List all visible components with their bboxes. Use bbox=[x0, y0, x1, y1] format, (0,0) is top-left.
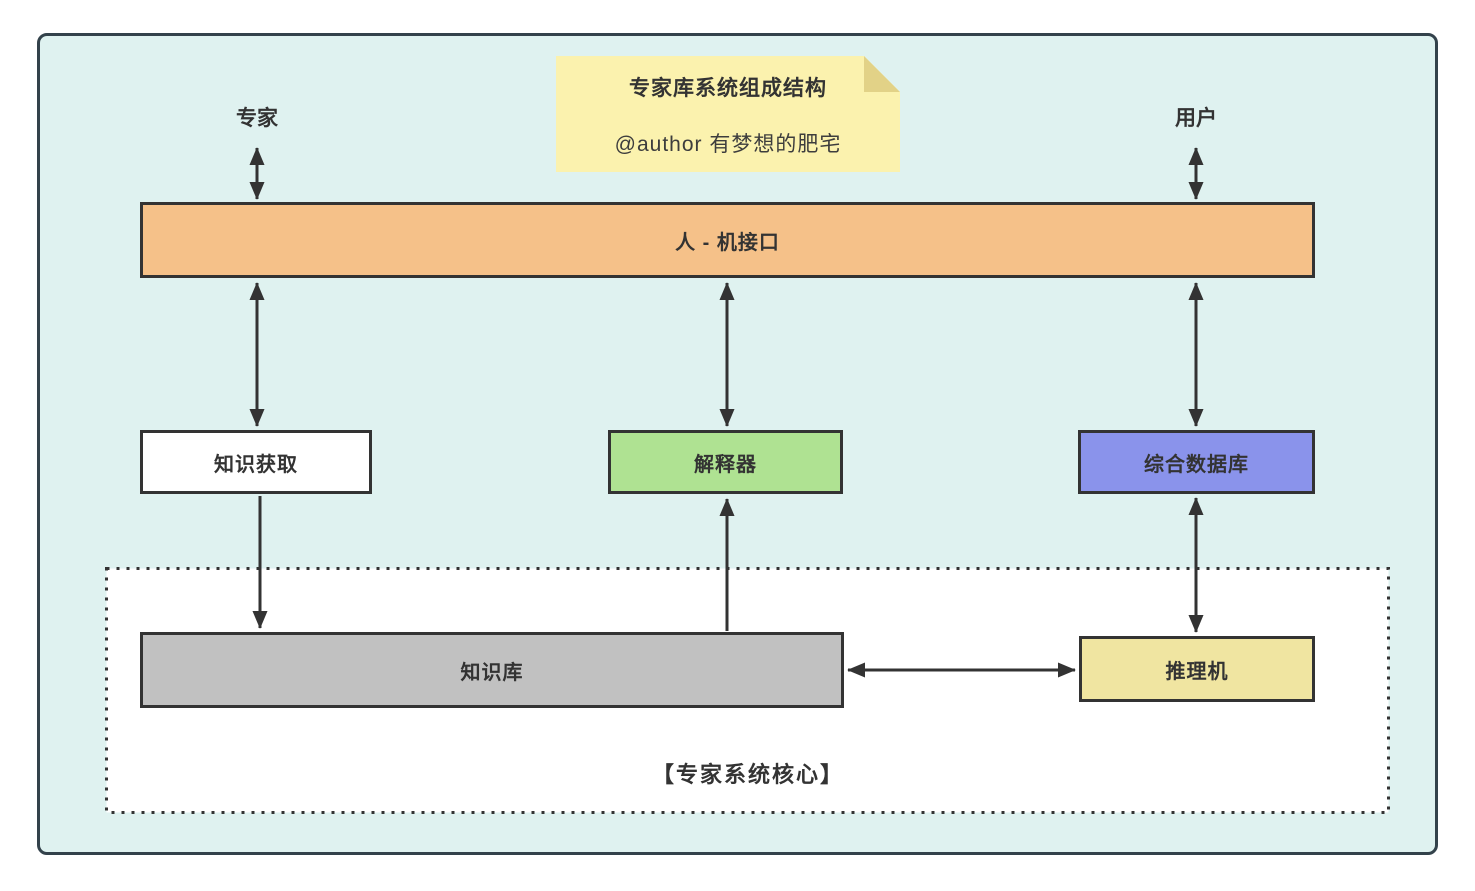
node-knowledge-base: 知识库 bbox=[140, 632, 844, 708]
node-label: 解释器 bbox=[694, 453, 757, 476]
node-label: 知识获取 bbox=[214, 453, 298, 476]
node-label: 推理机 bbox=[1165, 660, 1229, 683]
node-label: 人 - 机接口 bbox=[675, 231, 780, 254]
expert-core-caption: 【专家系统核心】 bbox=[651, 762, 844, 787]
actor-user-label: 用户 bbox=[1175, 107, 1217, 130]
diagram-author: @author 有梦想的肥宅 bbox=[614, 133, 842, 156]
node-interpreter: 解释器 bbox=[608, 430, 843, 494]
diagram-title: 专家库系统组成结构 bbox=[629, 77, 827, 100]
node-knowledge-acquisition: 知识获取 bbox=[140, 430, 372, 494]
node-comprehensive-database: 综合数据库 bbox=[1078, 430, 1315, 494]
node-label: 综合数据库 bbox=[1144, 453, 1249, 476]
node-inference-engine: 推理机 bbox=[1079, 636, 1315, 702]
node-label: 知识库 bbox=[460, 661, 524, 684]
actor-expert-label: 专家 bbox=[236, 107, 278, 130]
title-note: 专家库系统组成结构 @author 有梦想的肥宅 bbox=[556, 56, 900, 172]
node-human-machine-interface: 人 - 机接口 bbox=[140, 202, 1315, 278]
